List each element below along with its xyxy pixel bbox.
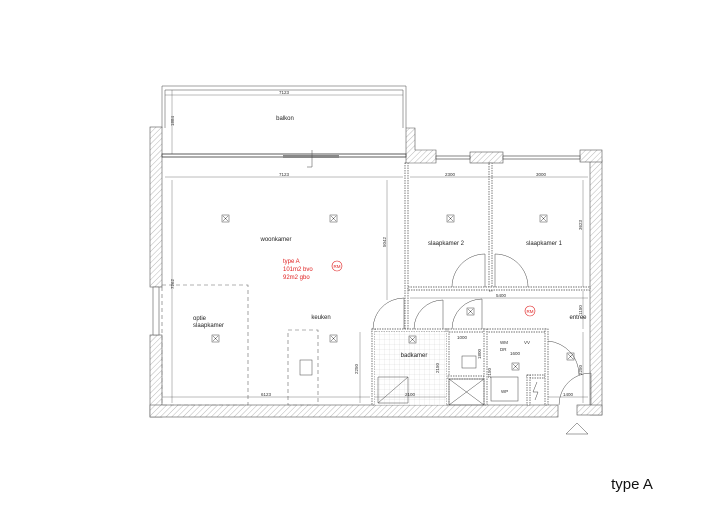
dimension-lines — [162, 176, 588, 403]
shower — [377, 376, 409, 404]
room-label-entree: entree — [569, 315, 587, 321]
entrance-marker-icon — [565, 422, 589, 435]
label-dr: DR — [500, 347, 507, 352]
type-label: type A — [283, 259, 300, 265]
dim-toilet-width: 1000 — [457, 335, 468, 340]
dim-woonkamer-width: 7123 — [279, 172, 290, 177]
dim-hall-width: 5400 — [496, 293, 507, 298]
dim-badkamer-width: 2100 — [405, 392, 416, 397]
heat-pump — [490, 376, 519, 402]
rm-marker-icon — [331, 260, 343, 272]
label-vv: VV — [524, 340, 530, 345]
dim-balkon-width: 7123 — [279, 90, 290, 95]
room-label-slaapkamer-2: slaapkamer 2 — [428, 241, 465, 247]
ceiling-light-icon — [466, 307, 475, 316]
label-wm: WM — [500, 340, 508, 345]
ceiling-light-icon — [408, 335, 417, 344]
doors — [372, 253, 592, 406]
dim-badkamer-depth2: 2150 — [435, 362, 440, 373]
dim-slaapkamer1-width: 3000 — [536, 172, 547, 177]
ceiling-light-icon — [221, 214, 230, 223]
exterior-walls — [149, 126, 603, 418]
interior-walls — [371, 162, 591, 406]
dim-slaapkamer2-width: 2300 — [445, 172, 456, 177]
dim-entree-depth: 2250 — [578, 364, 583, 375]
dim-bedroom-wall: 5042 — [382, 236, 387, 247]
kitchen-island — [287, 329, 319, 406]
dim-hall-depth: 1150 — [578, 305, 583, 315]
ceiling-light-icon — [511, 362, 520, 371]
ceiling-light-icon — [329, 214, 338, 223]
rm-label: RM — [334, 264, 341, 269]
meter-cupboard-icon — [532, 381, 539, 401]
gbo-label: 92m2 gbo — [283, 275, 310, 281]
dim-entree-width: 1400 — [563, 392, 574, 397]
ceiling-light-icon — [211, 334, 220, 343]
dim-keuken-width: 6123 — [261, 392, 272, 397]
dim-wm-depth: 2150 — [487, 367, 492, 378]
dim-woonkamer-depth: 7262 — [170, 278, 175, 289]
plan-title: type A — [611, 476, 653, 493]
kitchen-sink — [299, 359, 313, 376]
room-label-slaapkamer-1: slaapkamer 1 — [526, 241, 563, 247]
rm-marker-icon — [524, 305, 536, 317]
dim-balkon-depth: 1884 — [170, 115, 175, 126]
balcony — [161, 85, 407, 155]
room-label-optie: optie — [193, 316, 207, 322]
room-label-balkon: balkon — [276, 116, 294, 122]
shaft — [448, 378, 485, 406]
bathroom-tiles — [375, 332, 446, 405]
room-label-keuken: keuken — [311, 315, 330, 321]
toilet — [461, 355, 477, 369]
label-wp: WP — [501, 389, 508, 394]
dim-wm-width: 1600 — [510, 351, 521, 356]
dim-badkamer-depth: 2250 — [354, 363, 359, 374]
bvo-label: 101m2 bvo — [283, 267, 313, 273]
room-label-badkamer: badkamer — [401, 353, 428, 359]
ceiling-light-icon — [539, 214, 548, 223]
ceiling-light-icon — [329, 334, 338, 343]
room-label-slaapkamer: slaapkamer — [193, 323, 224, 329]
optional-bedroom-outline — [161, 284, 249, 406]
ceiling-light-icon — [566, 352, 575, 361]
room-label-woonkamer: woonkamer — [259, 237, 291, 243]
dim-slaapkamer1-depth: 3623 — [578, 219, 583, 230]
light-points — [211, 214, 575, 371]
facade-windows — [161, 150, 581, 168]
ceiling-light-icon — [446, 214, 455, 223]
rm-label-entree: RM — [527, 309, 534, 314]
dim-toilet-depth: 1800 — [477, 348, 482, 359]
